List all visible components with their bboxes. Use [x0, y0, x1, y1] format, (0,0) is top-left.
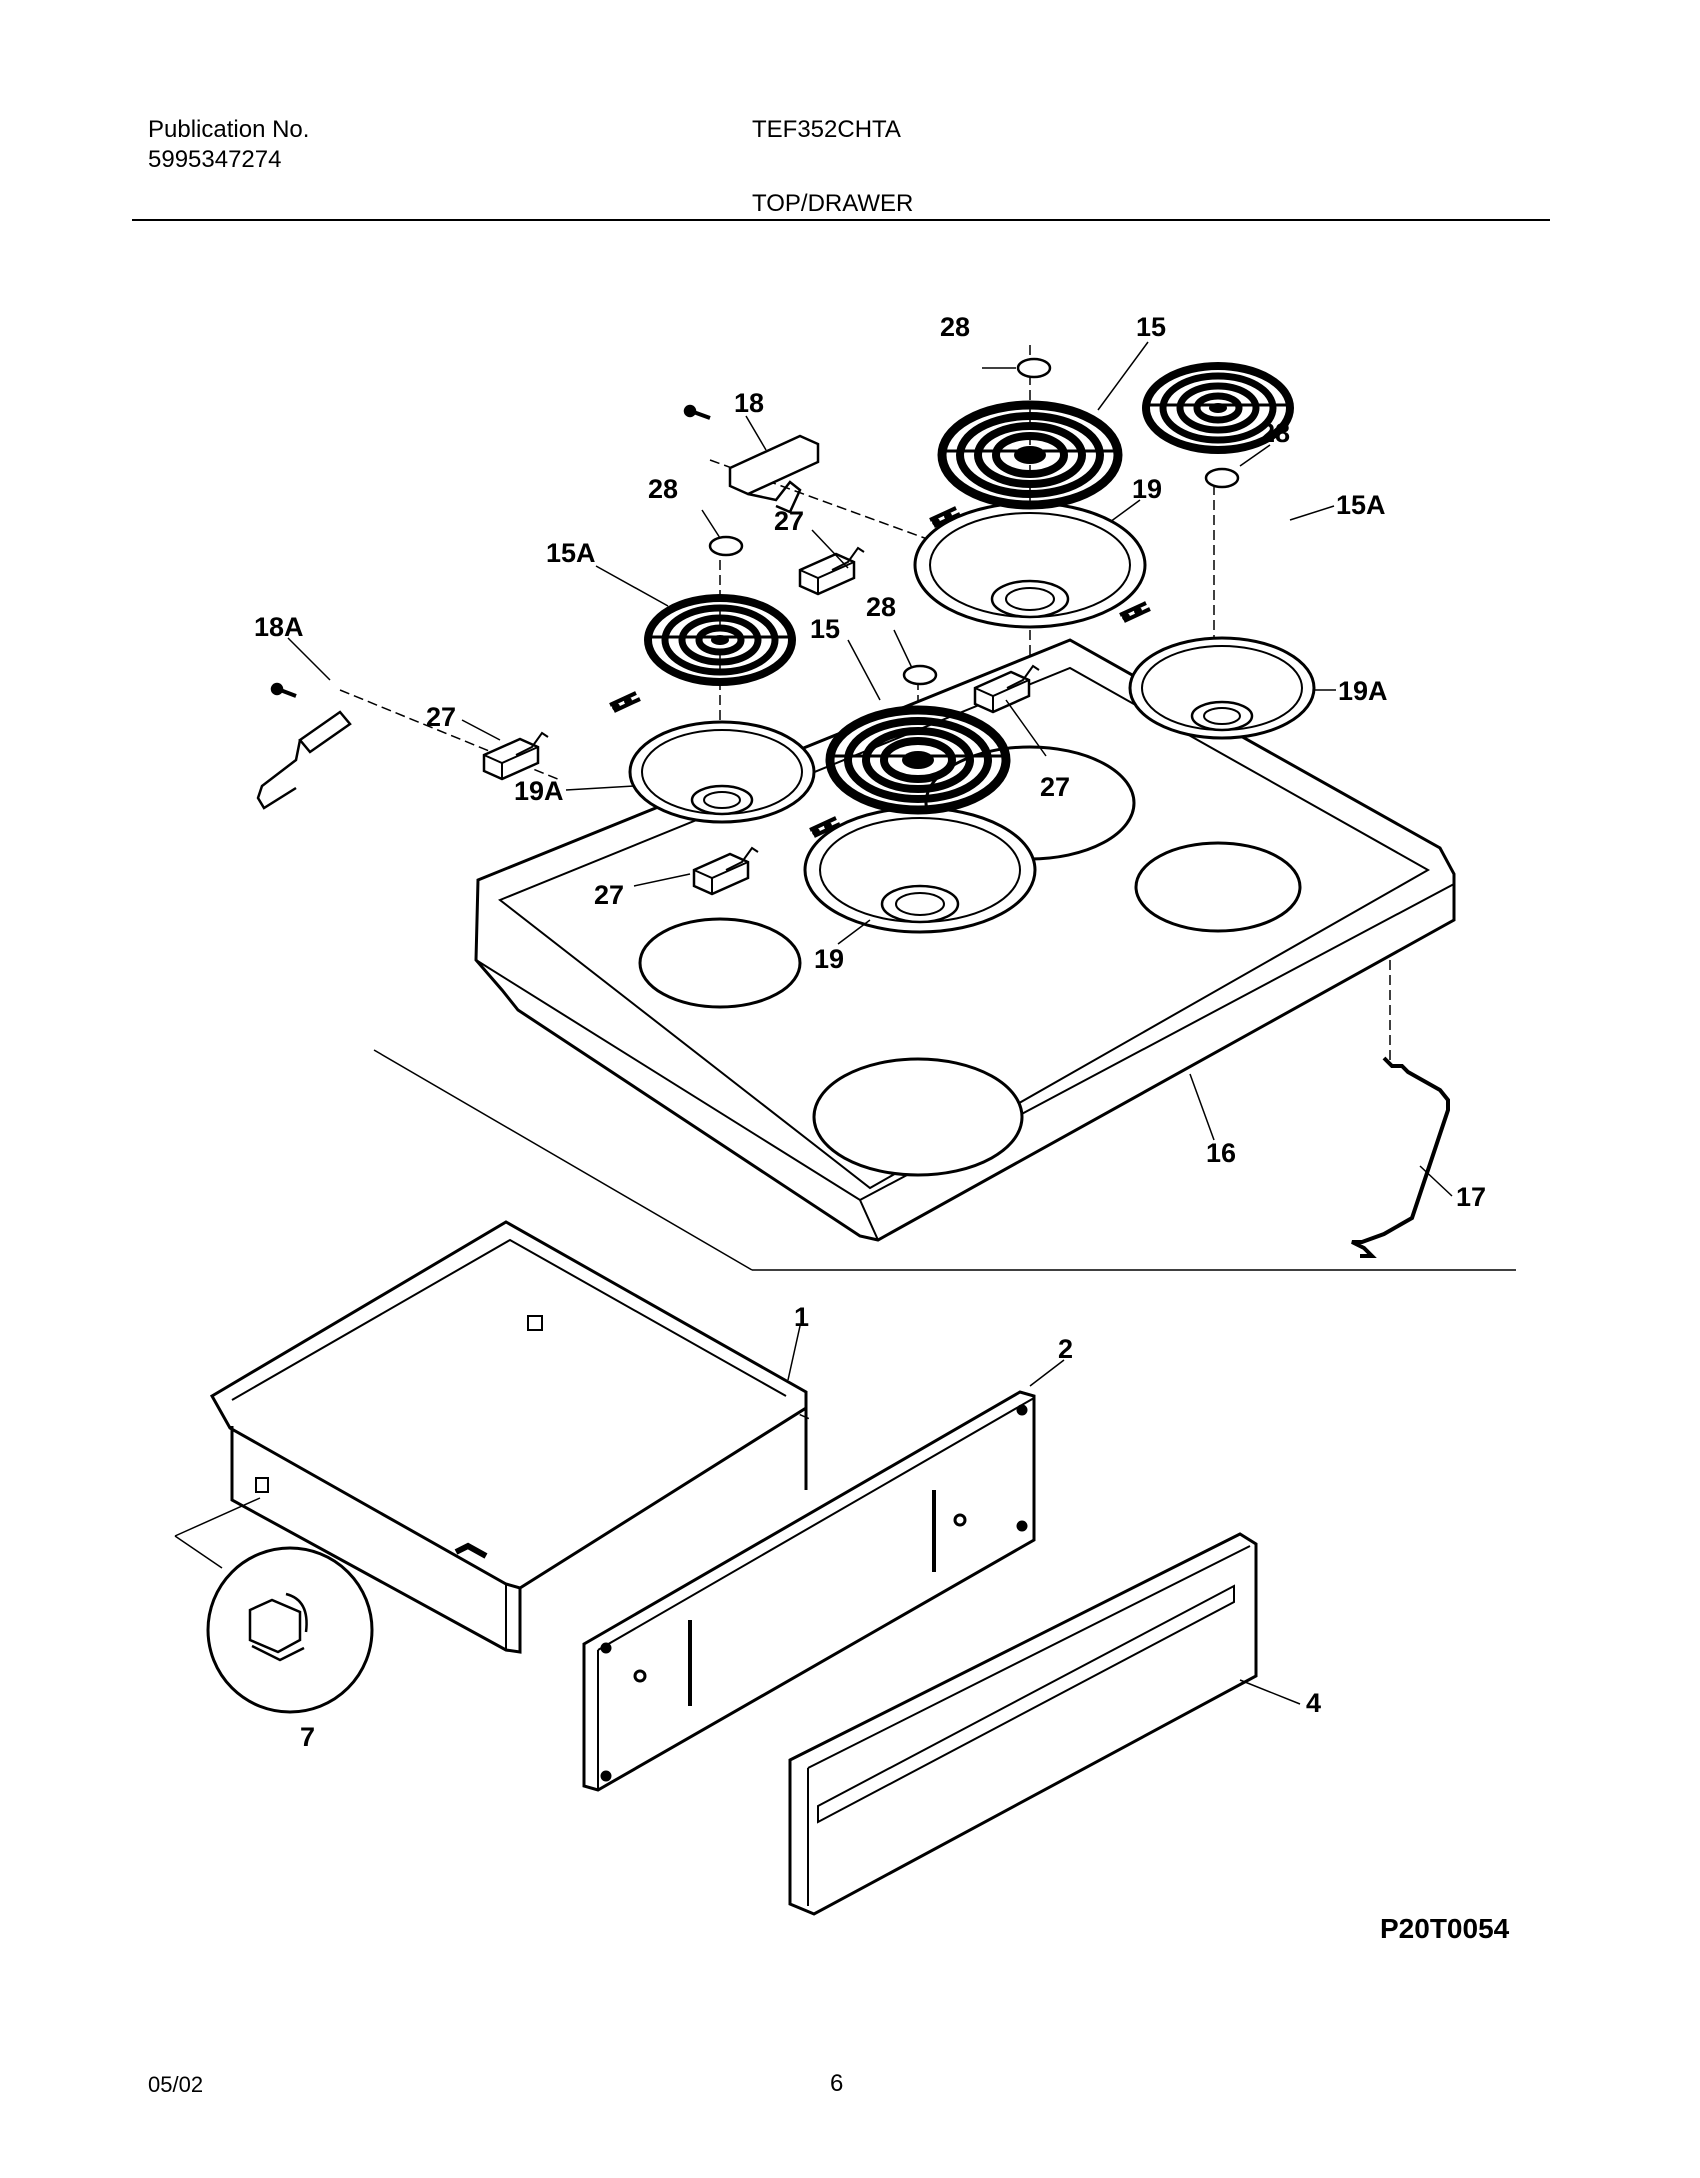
callout-15a-right: 15A	[1336, 490, 1386, 520]
callout-19a-right: 19A	[1338, 676, 1388, 706]
callout-19-bottom: 19	[814, 944, 844, 974]
figure-code: P20T0054	[1380, 1913, 1510, 1944]
publication-label: Publication No.	[148, 116, 310, 143]
receptacle-27-left	[482, 731, 550, 781]
model-number: TEF352CHTA	[752, 116, 901, 143]
callout-2: 2	[1058, 1334, 1073, 1364]
callout-15-top: 15	[1136, 312, 1166, 342]
callout-28-right: 28	[1260, 418, 1290, 448]
drawer-1	[209, 1220, 808, 1654]
footer-date: 05/02	[148, 2072, 204, 2097]
drip-bowl-19a-left	[628, 720, 816, 824]
header-rule	[132, 219, 1550, 221]
surface-element-15a-left	[648, 598, 792, 682]
receptacle-27-top	[798, 546, 866, 596]
callout-28-left: 28	[648, 474, 678, 504]
surface-element-15-top	[942, 405, 1118, 505]
section-title: TOP/DRAWER	[752, 190, 914, 217]
callout-27-bottom: 27	[594, 880, 624, 910]
callout-27-right: 27	[1040, 772, 1070, 802]
publication-number: 5995347274	[148, 146, 282, 173]
bracket-18	[683, 404, 820, 514]
callout-15a-left: 15A	[546, 538, 596, 568]
detail-roller-7	[206, 1546, 374, 1714]
drawer-panel-2	[582, 1390, 1036, 1792]
callout-19a-left: 19A	[514, 776, 564, 806]
callout-28-mid: 28	[866, 592, 896, 622]
callout-17: 17	[1456, 1182, 1486, 1212]
callout-19-top: 19	[1132, 474, 1162, 504]
rod-17	[1351, 1056, 1450, 1258]
callout-16: 16	[1206, 1138, 1236, 1168]
callout-28-top: 28	[940, 312, 970, 342]
callout-27-left: 27	[426, 702, 456, 732]
callout-27-top: 27	[774, 506, 804, 536]
bracket-18a	[256, 682, 352, 810]
drawer-front-4	[788, 1532, 1258, 1916]
drip-bowl-19a-right	[1128, 636, 1316, 740]
callout-7: 7	[300, 1722, 315, 1752]
callout-18a: 18A	[254, 612, 304, 642]
drip-bowl-19-bottom	[803, 806, 1037, 934]
page-number: 6	[830, 2070, 844, 2097]
callout-1: 1	[794, 1302, 809, 1332]
callout-4: 4	[1306, 1688, 1321, 1718]
callout-18: 18	[734, 388, 764, 418]
callout-15-mid: 15	[810, 614, 840, 644]
